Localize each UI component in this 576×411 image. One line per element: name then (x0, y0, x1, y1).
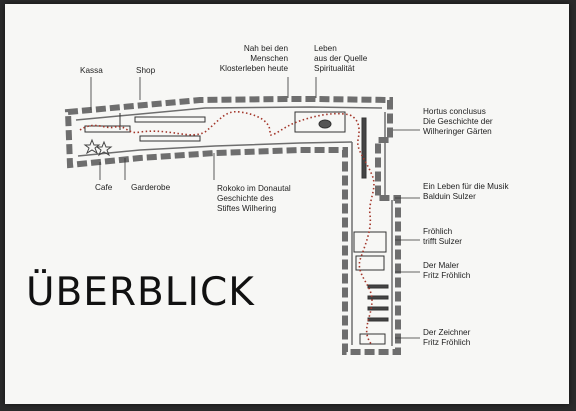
label-kassa: Kassa (80, 66, 103, 75)
label-nah-bei-den-menschen: Nah bei den Menschen Klosterleben heute (219, 44, 288, 73)
label-hortus-conclusus: Hortus conclusus Die Geschichte der Wilh… (423, 107, 493, 136)
label-rokoko: Rokoko im Donautal Geschichte des Stifte… (217, 184, 291, 213)
star-icon (83, 138, 113, 157)
label-garderobe: Garderobe (131, 183, 171, 192)
label-shop: Shop (136, 66, 156, 75)
label-cafe: Cafe (95, 183, 113, 192)
label-zeichner: Der Zeichner Fritz Fröhlich (423, 328, 471, 347)
interior-fixtures (84, 111, 389, 345)
label-froehlich-trifft-sulzer: Fröhlich trifft Sulzer (423, 227, 462, 246)
page-title: ÜBERBLICK (26, 270, 255, 315)
visitor-route (79, 110, 375, 346)
leader-lines (90, 77, 420, 339)
label-maler: Der Maler Fritz Fröhlich (423, 261, 471, 280)
label-musik-sulzer: Ein Leben für die Musik Balduin Sulzer (423, 182, 509, 201)
floor-plan-card (5, 4, 569, 404)
label-leben-aus-der-quelle: Leben aus der Quelle Spiritualität (314, 44, 368, 73)
